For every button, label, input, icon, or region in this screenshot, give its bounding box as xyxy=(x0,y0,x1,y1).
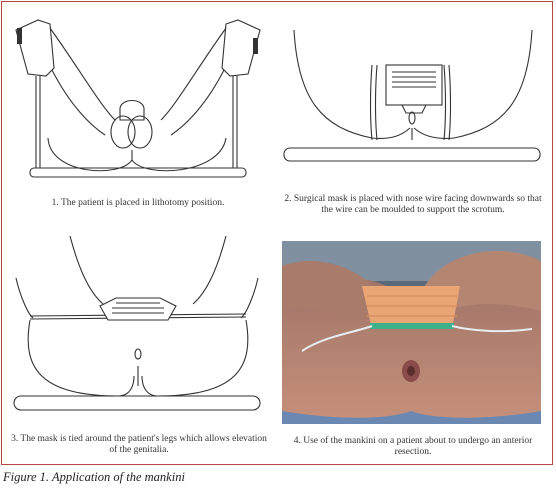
panel-4-caption: 4. Use of the mankini on a patient about… xyxy=(293,436,533,457)
panel-1-illustration xyxy=(10,10,265,188)
panel-3-caption: 3. The mask is tied around the patient's… xyxy=(11,434,267,455)
panel-4-photo xyxy=(282,241,541,424)
figure-caption: Figure 1. Application of the mankini xyxy=(3,470,185,484)
panel-2-illustration xyxy=(282,10,542,178)
panel-2-caption: 2. Surgical mask is placed with nose wir… xyxy=(284,194,542,215)
panel-1-caption: 1. The patient is placed in lithotomy po… xyxy=(51,198,225,208)
panel-3-illustration xyxy=(8,236,268,426)
